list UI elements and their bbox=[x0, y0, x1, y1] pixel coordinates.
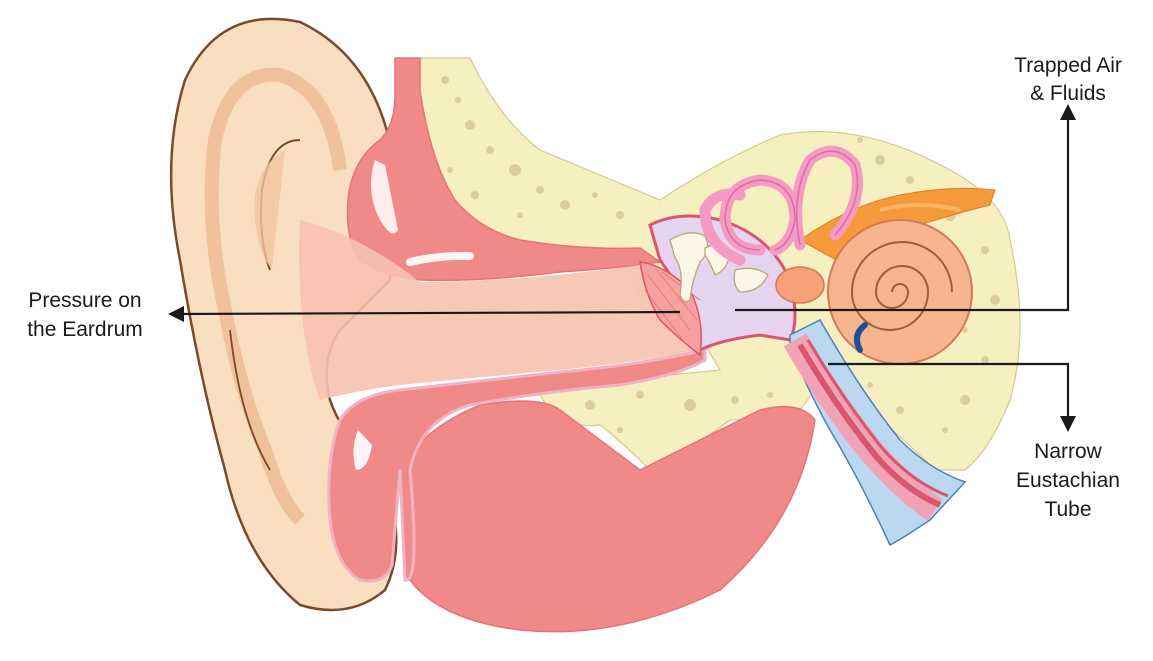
arrowheads bbox=[168, 104, 1076, 432]
label-pressure-line1: Pressure on bbox=[28, 289, 141, 312]
eustachian-arrow-line bbox=[828, 362, 1070, 420]
canal-upper-wall bbox=[346, 57, 662, 282]
eustachian-tube-shape bbox=[783, 319, 967, 547]
trapped-arrowhead bbox=[1060, 104, 1076, 120]
jaw-tissue bbox=[399, 400, 816, 633]
canal-upper-highlight bbox=[371, 160, 398, 234]
ossicles bbox=[669, 232, 769, 303]
label-pressure: Pressure on the Eardrum bbox=[27, 289, 143, 341]
label-trapped-line2: & Fluids bbox=[1030, 82, 1106, 105]
label-trapped-line1: Trapped Air bbox=[1014, 54, 1122, 77]
label-eustachian-line3: Tube bbox=[1044, 498, 1091, 521]
label-pressure-line2: the Eardrum bbox=[27, 318, 143, 341]
ear-canal bbox=[299, 220, 705, 400]
vestibule bbox=[775, 266, 825, 304]
eardrum bbox=[639, 261, 702, 357]
pressure-arrowhead bbox=[168, 306, 184, 322]
label-eustachian: Narrow Eustachian Tube bbox=[1016, 440, 1120, 521]
pressure-arrow-line bbox=[179, 310, 681, 316]
trapped-arrow-line bbox=[735, 112, 1070, 312]
canal-lower-wall bbox=[327, 348, 707, 583]
eustachian-arrowhead bbox=[1060, 416, 1076, 432]
label-eustachian-line2: Eustachian bbox=[1016, 469, 1120, 492]
label-eustachian-line1: Narrow bbox=[1034, 440, 1103, 463]
label-trapped-air: Trapped Air & Fluids bbox=[1014, 54, 1122, 105]
cochlea bbox=[827, 219, 973, 365]
round-window bbox=[853, 322, 868, 353]
callout-lines bbox=[179, 112, 1070, 420]
